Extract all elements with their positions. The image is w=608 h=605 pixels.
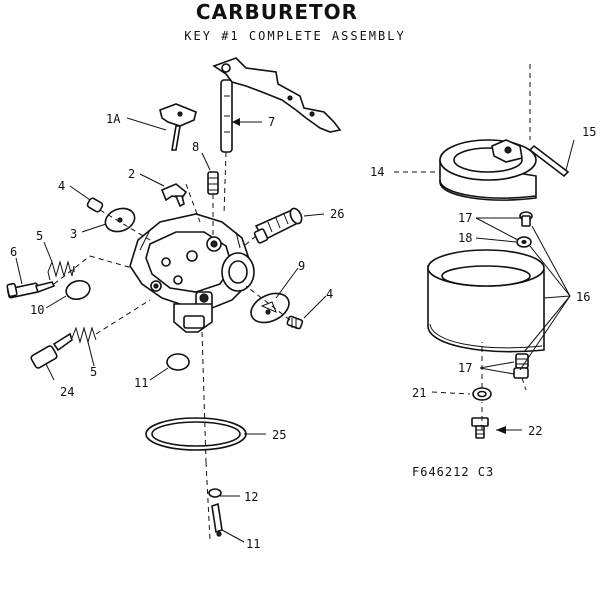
- callout-8: 8: [192, 140, 199, 154]
- part-15-float-pin: [528, 144, 570, 178]
- callout-1a: 1A: [106, 112, 121, 126]
- callout-24: 24: [60, 385, 74, 399]
- callout-3: 3: [70, 227, 77, 241]
- callout-2: 2: [128, 167, 135, 181]
- callout-5-upper: 5: [36, 229, 43, 243]
- part-4-screw-upper: [86, 197, 104, 213]
- callout-25: 25: [272, 428, 286, 442]
- callout-9: 9: [298, 259, 305, 273]
- callout-22: 22: [528, 424, 542, 438]
- callout-11-lower: 11: [246, 537, 260, 551]
- part-22-bowl-nut: [471, 417, 489, 439]
- callout-14: 14: [370, 165, 384, 179]
- part-11-oring-upper: [166, 353, 190, 371]
- callout-10: 10: [30, 303, 44, 317]
- figure-code: F646212 C3: [412, 465, 494, 479]
- callout-12: 12: [244, 490, 258, 504]
- part-2-clip: [160, 183, 188, 208]
- callout-11-upper: 11: [134, 376, 148, 390]
- diagram-subtitle: KEY #1 COMPLETE ASSEMBLY: [184, 29, 405, 43]
- part-26-inlet-fitting: [253, 207, 303, 244]
- callout-21: 21: [412, 386, 426, 400]
- part-5-spring-lower: [71, 326, 97, 344]
- callout-18: 18: [458, 231, 472, 245]
- part-12-washer: [208, 488, 222, 498]
- callout-labels: 1A 7 8 2 4 3 26 5 6 10 9 4 5 24 11 25 12…: [10, 112, 596, 551]
- callout-4-lower: 4: [326, 287, 333, 301]
- part-17-needle-upper: [519, 211, 533, 227]
- leader-lines: [15, 117, 575, 543]
- part-9-gasket-plate: [250, 292, 290, 324]
- part-24-idle-screw: [30, 332, 73, 369]
- carburetor-body: [129, 213, 255, 333]
- part-10-washer: [65, 279, 91, 301]
- part-25-gasket-ring: [145, 417, 247, 451]
- part-17-jet-lower: [513, 353, 529, 379]
- callout-7: 7: [268, 115, 275, 129]
- part-6-needle-screw: [6, 281, 56, 299]
- callout-17-lower: 17: [458, 361, 472, 375]
- part-5-spring-upper: [47, 260, 75, 281]
- callout-17-upper: 17: [458, 211, 472, 225]
- diagram-title: CARBURETOR: [196, 0, 358, 24]
- part-21-washer: [472, 387, 492, 401]
- callout-15: 15: [582, 125, 596, 139]
- part-4-screw-lower: [286, 315, 304, 330]
- part-16-float-bowl: [427, 249, 545, 353]
- callout-16: 16: [576, 290, 590, 304]
- callout-5-lower: 5: [90, 365, 97, 379]
- part-14-bowl-cover: [439, 139, 537, 201]
- callout-6: 6: [10, 245, 17, 259]
- part-18-seat-washer: [516, 236, 532, 248]
- part-11-pin: [211, 502, 223, 537]
- part-3-choke-plate: [104, 207, 136, 233]
- part-1a-throttle-plate: [159, 103, 197, 151]
- callout-4-upper: 4: [58, 179, 65, 193]
- callout-26: 26: [330, 207, 344, 221]
- part-7-lever-rod: [212, 57, 342, 153]
- part-8-screw: [207, 171, 219, 195]
